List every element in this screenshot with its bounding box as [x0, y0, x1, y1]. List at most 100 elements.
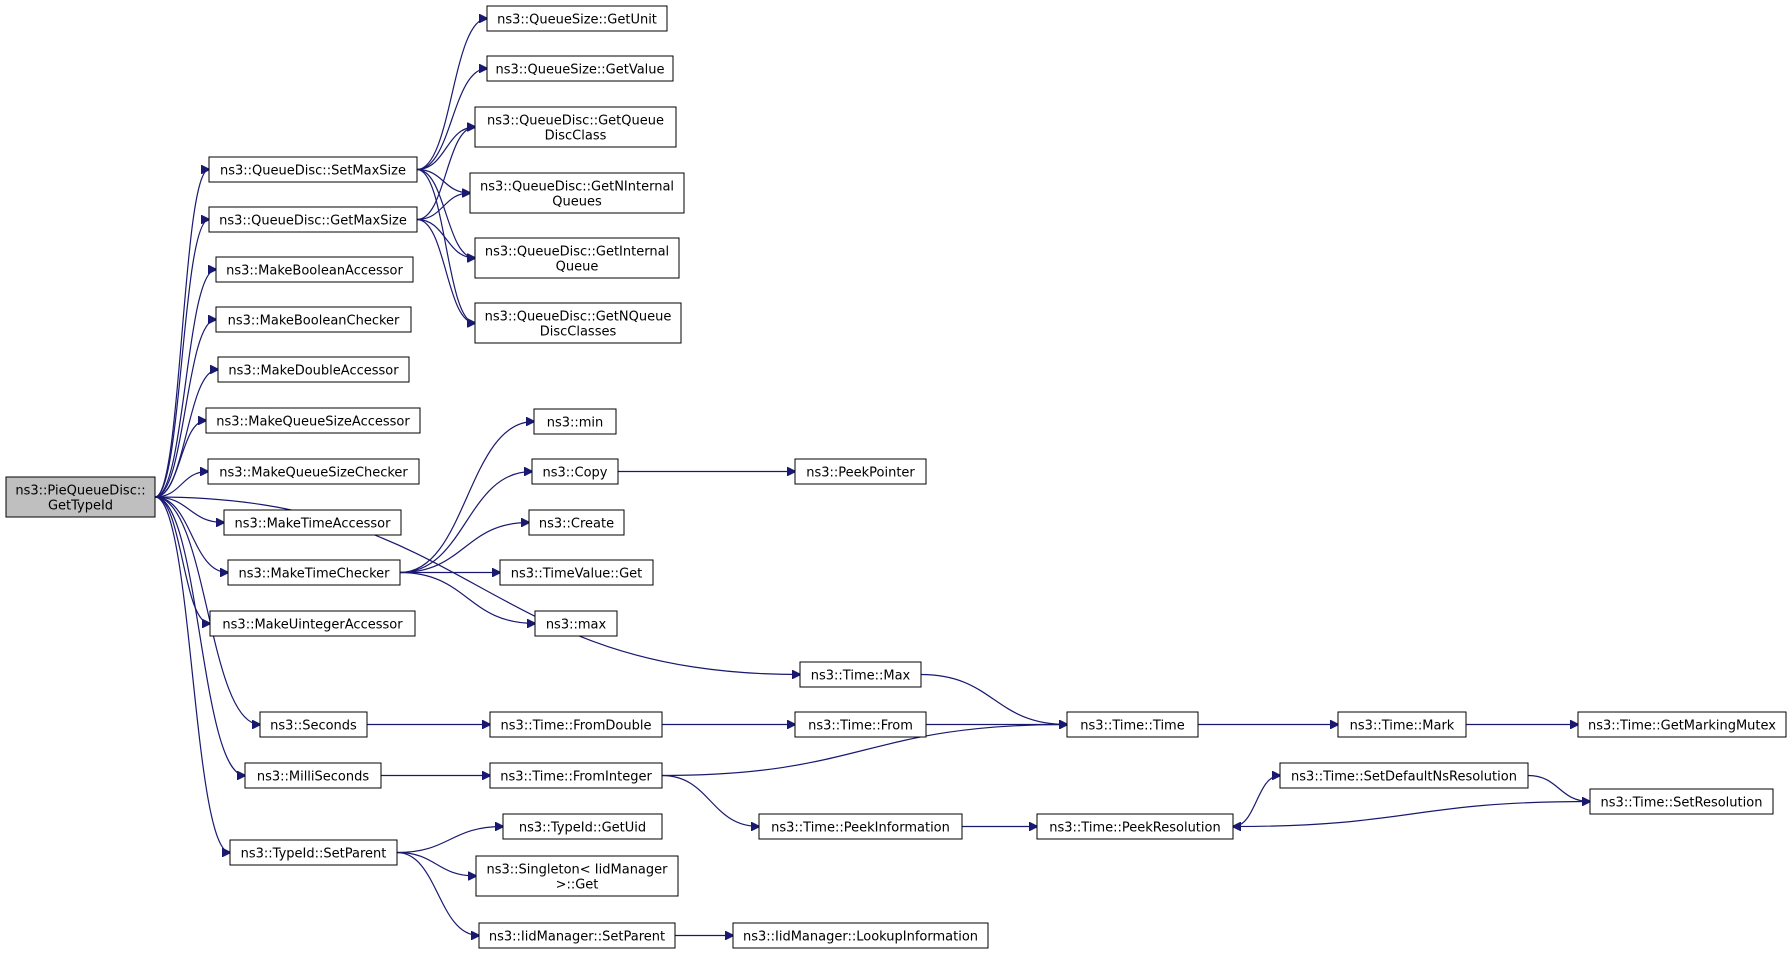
edge-mktimechk-to-copy [399, 472, 532, 574]
node-mkboolacc[interactable]: ns3::MakeBooleanAccessor [215, 256, 414, 283]
node-box [208, 206, 418, 233]
node-box [528, 509, 625, 536]
node-label: ns3::Create [539, 517, 614, 532]
node-box [475, 855, 679, 897]
edge-root-to-mkqsacc [154, 421, 206, 498]
node-label: ns3::MakeQueueSizeChecker [219, 466, 408, 481]
node-peekinfo[interactable]: ns3::Time::PeekInformation [758, 813, 963, 840]
edge-root-to-seconds [154, 496, 260, 725]
node-qsvalue[interactable]: ns3::QueueSize::GetValue [486, 55, 674, 82]
node-box [478, 922, 676, 949]
node-copy[interactable]: ns3::Copy [531, 458, 619, 485]
node-box [1577, 711, 1787, 738]
edge-getmax-to-getqdc [416, 127, 475, 221]
node-root[interactable]: ns3::PieQueueDisc::GetTypeId [5, 476, 156, 518]
node-timemax[interactable]: ns3::Time::Max [799, 661, 922, 688]
node-mktimechk[interactable]: ns3::MakeTimeChecker [227, 559, 401, 586]
node-label: Queue [556, 260, 599, 275]
node-tvget[interactable]: ns3::TimeValue::Get [499, 559, 654, 586]
node-box [794, 458, 927, 485]
node-from[interactable]: ns3::Time::From [794, 711, 927, 738]
node-label: ns3::QueueSize::GetUnit [497, 13, 657, 28]
node-singleton[interactable]: ns3::Singleton< IidManager>::Get [475, 855, 679, 897]
edge-peekres-to-setdefns [1232, 776, 1280, 828]
node-label: ns3::min [547, 416, 604, 431]
node-timetime[interactable]: ns3::Time::Time [1066, 711, 1199, 738]
node-fromint[interactable]: ns3::Time::FromInteger [489, 762, 663, 789]
node-label: ns3::max [546, 618, 607, 633]
node-label: ns3::Time::PeekInformation [771, 821, 950, 836]
edge-root-to-mktimeacc [154, 496, 224, 523]
node-box [215, 256, 414, 283]
edge-setparent-to-getuid [396, 827, 503, 854]
node-box [474, 237, 680, 279]
node-setparent[interactable]: ns3::TypeId::SetParent [229, 839, 398, 866]
node-setmax[interactable]: ns3::QueueDisc::SetMaxSize [208, 156, 418, 183]
node-label: ns3::MakeTimeAccessor [235, 517, 392, 532]
node-setdefns[interactable]: ns3::Time::SetDefaultNsResolution [1279, 762, 1529, 789]
node-label: ns3::Time::Max [811, 669, 911, 684]
node-iidsetparent[interactable]: ns3::IidManager::SetParent [478, 922, 676, 949]
node-getmax[interactable]: ns3::QueueDisc::GetMaxSize [208, 206, 418, 233]
node-label: ns3::MakeUintegerAccessor [222, 618, 403, 633]
edge-setmax-to-qsunit [416, 19, 487, 171]
node-fromdouble[interactable]: ns3::Time::FromDouble [489, 711, 663, 738]
node-box [229, 839, 398, 866]
node-box [1589, 788, 1774, 815]
edge-setmax-to-getqdc [416, 127, 475, 171]
node-box [486, 5, 668, 32]
node-peekptr[interactable]: ns3::PeekPointer [794, 458, 927, 485]
node-mkqsacc[interactable]: ns3::MakeQueueSizeAccessor [205, 407, 421, 434]
node-box [489, 711, 663, 738]
node-mark[interactable]: ns3::Time::Mark [1337, 711, 1467, 738]
edge-fromint-to-timetime [661, 725, 1067, 777]
node-box [531, 458, 619, 485]
node-box [1279, 762, 1529, 789]
edge-getmax-to-getnqdc [416, 218, 475, 324]
node-getmarkmutex[interactable]: ns3::Time::GetMarkingMutex [1577, 711, 1787, 738]
node-box [486, 55, 674, 82]
node-label: GetTypeId [48, 499, 113, 514]
node-label: DiscClass [545, 129, 607, 144]
node-min[interactable]: ns3::min [533, 408, 617, 435]
node-box [758, 813, 963, 840]
node-create[interactable]: ns3::Create [528, 509, 625, 536]
edge-timemax-to-timetime [920, 673, 1067, 725]
node-box [244, 762, 382, 789]
node-qsunit[interactable]: ns3::QueueSize::GetUnit [486, 5, 668, 32]
node-label: ns3::QueueDisc::GetNInternal [480, 180, 674, 195]
node-label: ns3::QueueDisc::GetInternal [485, 245, 669, 260]
node-label: Queues [552, 195, 602, 210]
node-label: ns3::TypeId::SetParent [241, 847, 387, 862]
edge-getmax-to-getint [416, 218, 475, 259]
node-label: ns3::PieQueueDisc:: [15, 484, 145, 499]
node-seconds[interactable]: ns3::Seconds [259, 711, 368, 738]
node-mkdblacc[interactable]: ns3::MakeDoubleAccessor [217, 356, 410, 383]
node-setres[interactable]: ns3::Time::SetResolution [1589, 788, 1774, 815]
node-peekres[interactable]: ns3::Time::PeekResolution [1036, 813, 1234, 840]
node-mkuintacc[interactable]: ns3::MakeUintegerAccessor [209, 610, 416, 637]
node-box [208, 156, 418, 183]
node-max[interactable]: ns3::max [534, 610, 618, 637]
function-nodes: ns3::PieQueueDisc::GetTypeId ns3::QueueSi… [5, 5, 1787, 949]
node-mkqschk[interactable]: ns3::MakeQueueSizeChecker [207, 458, 420, 485]
node-label: ns3::Time::FromInteger [500, 770, 652, 785]
node-label: ns3::Seconds [270, 719, 357, 734]
edge-root-to-mkboolchk [154, 320, 216, 498]
edge-setmax-to-qsvalue [416, 69, 487, 171]
node-mkboolchk[interactable]: ns3::MakeBooleanChecker [215, 306, 412, 333]
node-getuid[interactable]: ns3::TypeId::GetUid [502, 813, 663, 840]
node-label: ns3::QueueDisc::SetMaxSize [220, 164, 406, 179]
node-label: ns3::TypeId::GetUid [519, 821, 646, 836]
node-label: ns3::Time::Time [1080, 719, 1184, 734]
edge-root-to-getmax [154, 220, 209, 498]
node-box [794, 711, 927, 738]
node-box [207, 458, 420, 485]
node-millis[interactable]: ns3::MilliSeconds [244, 762, 382, 789]
node-mktimeacc[interactable]: ns3::MakeTimeAccessor [223, 509, 402, 536]
node-lookup[interactable]: ns3::IidManager::LookupInformation [732, 922, 989, 949]
